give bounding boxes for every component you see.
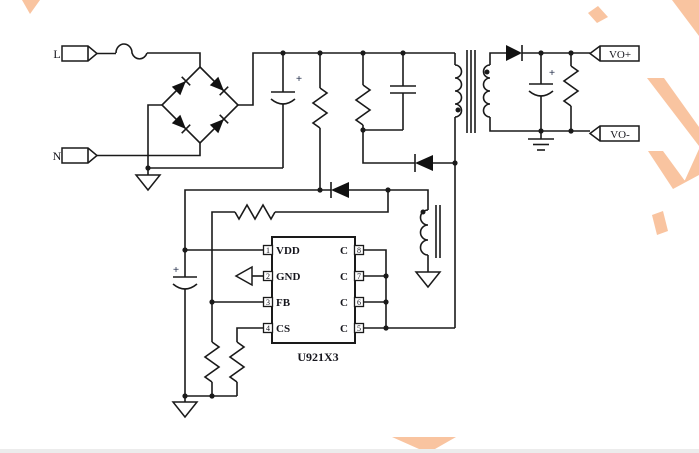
bridge-diode-icon [209,114,229,134]
snubber-resistor [354,53,372,130]
wire [238,52,455,106]
pin-number: 3 [266,298,270,307]
transformer [454,50,590,133]
ic-ground-symbol [171,396,199,419]
output-capacitor: + [528,53,555,131]
wire [362,130,415,164]
live-terminal-label: L [53,47,60,61]
primary-ground-symbol [134,168,162,192]
pin-name-c5: C [340,323,348,335]
secondary-winding [482,52,590,132]
wire [211,211,235,302]
pin-number: 4 [266,324,270,333]
vdd-capacitor: + [172,250,198,396]
pin-number: 2 [266,272,270,281]
aux-ground-symbol [414,271,442,289]
fb-series-resistor [234,203,276,221]
page-bottom-edge [0,449,699,453]
pin-name-c8: C [340,245,348,257]
vo-minus-terminal: VO- [588,125,640,142]
pin-name-cs: CS [276,323,290,335]
snubber-capacitor [390,53,416,130]
ic-part-number: U921X3 [297,350,338,364]
pin-number: 5 [357,324,361,333]
startup-resistor [311,53,329,190]
phase-dot-icon [455,107,461,113]
watermark-shape [672,0,699,36]
aux-rectifier-diode [330,182,429,206]
junction-dots [145,50,574,399]
pin-name-vdd: VDD [276,245,300,257]
pin-box [262,322,274,334]
wire [147,104,283,169]
bulk-capacitor: + [270,53,302,168]
plus-mark: + [173,264,179,276]
plus-mark: + [296,73,302,85]
watermark-shape [648,151,685,189]
fb-divider-resistor [203,302,221,396]
secondary-ground-symbol [528,131,554,151]
pin-box [262,296,274,308]
pin-name-c7: C [340,271,348,283]
pin-name-fb: FB [276,297,291,309]
pin-number: 6 [357,298,361,307]
watermark-shape [652,211,668,235]
pin-name-gnd: GND [276,271,301,283]
watermark-shape [588,6,608,23]
watermark-shape [673,149,699,189]
live-terminal: L [53,45,99,62]
fuse-icon [115,43,148,60]
vo-minus-label: VO- [610,129,630,141]
bridge-rectifier [160,65,240,145]
gnd-arrow-icon [234,265,253,287]
output-diode [506,45,590,61]
pin-box [262,270,274,282]
vo-plus-terminal: VO+ [588,45,640,62]
plus-mark: + [549,67,555,79]
bridge-diode-icon [171,76,191,96]
bridge-diode-icon [171,114,191,134]
wire [147,52,201,67]
vo-plus-label: VO+ [609,49,631,61]
neutral-terminal-label: N [53,149,62,163]
phase-dot-icon [484,69,490,75]
watermark-shape [647,78,699,146]
transformer-core [466,50,476,133]
pin-number: 1 [266,246,270,255]
pin-number: 7 [357,272,361,281]
bridge-diode-icon [209,76,229,96]
wire [97,143,201,157]
watermark-shape [392,437,456,453]
neutral-terminal: N [53,147,99,164]
pin-box [262,244,274,256]
aux-winding [419,205,441,272]
wire [363,249,387,328]
primary-winding [454,53,463,118]
pin-number: 8 [357,246,361,255]
watermark [22,0,699,453]
pin-name-c6: C [340,297,348,309]
wire [275,190,389,213]
wire [184,189,331,250]
cs-resistor [228,341,246,396]
watermark-shape [22,0,40,14]
phase-dot-icon [420,209,426,215]
output-load-resistor [562,53,580,131]
snubber-diode [414,154,455,172]
controller-ic: 1 2 3 4 8 7 6 5 VDD GND FB CS C C C C U9… [185,236,365,364]
